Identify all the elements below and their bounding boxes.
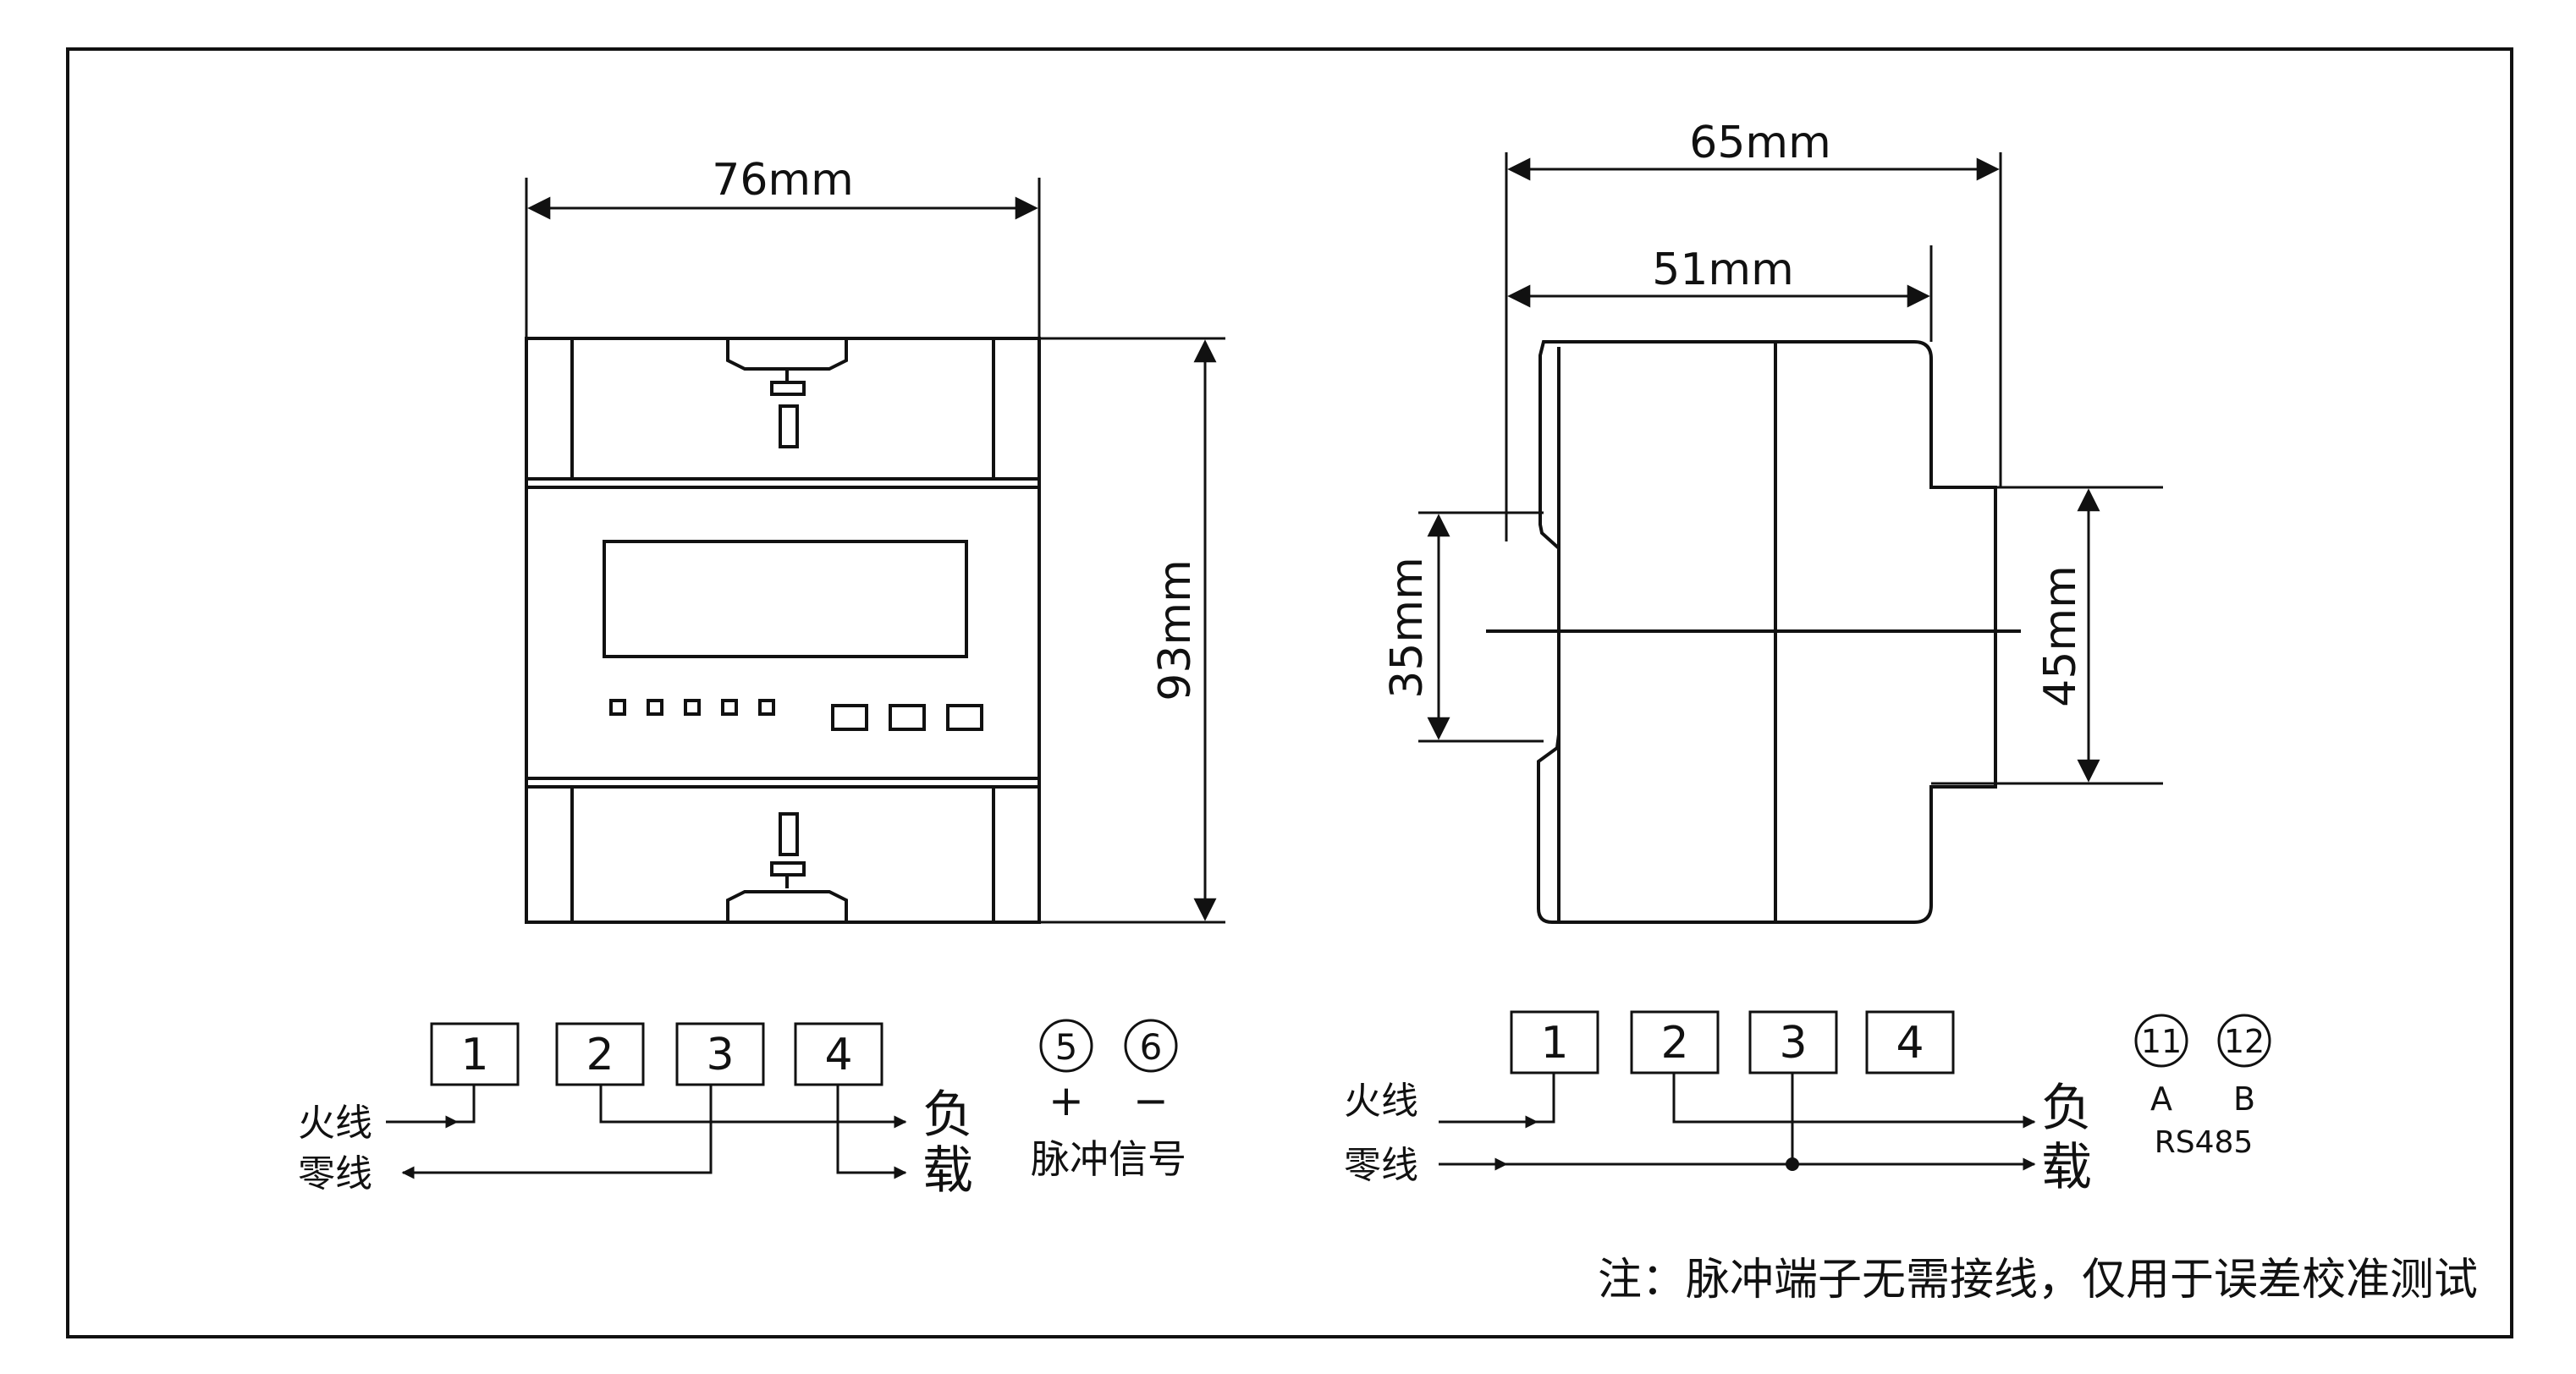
wiring-left: 1 2 3 4 火线 零线 负 载 5 6 + − 脉冲信号 bbox=[298, 1019, 1186, 1201]
pulse-minus: − bbox=[1133, 1076, 1169, 1125]
dim-51-label: 51mm bbox=[1652, 245, 1793, 295]
front-view bbox=[525, 337, 1041, 924]
rs485-terminal-12 bbox=[2217, 1014, 2271, 1068]
rs485-terminal-11 bbox=[2134, 1014, 2188, 1068]
terminal-1-label: 1 bbox=[1540, 1018, 1568, 1069]
side-view bbox=[1486, 340, 2021, 924]
rs485-12-label: 12 bbox=[2224, 1023, 2265, 1060]
terminal-3-label: 3 bbox=[1779, 1018, 1807, 1069]
pulse-5-label: 5 bbox=[1055, 1026, 1078, 1068]
terminal-4-label: 4 bbox=[1896, 1018, 1924, 1069]
outer-frame bbox=[66, 47, 2513, 1338]
dim-93-label: 93mm bbox=[1150, 559, 1201, 701]
rs485-b-label: B bbox=[2233, 1080, 2255, 1118]
load-label-2: 载 bbox=[922, 1141, 973, 1201]
rs485-label: RS485 bbox=[2155, 1125, 2254, 1160]
terminal-2-label: 2 bbox=[1660, 1018, 1688, 1069]
front-button bbox=[946, 704, 983, 731]
live-label: 火线 bbox=[298, 1102, 372, 1145]
dim-35-label: 35mm bbox=[1382, 557, 1433, 698]
neutral-label: 零线 bbox=[298, 1152, 372, 1195]
rs485-11-label: 11 bbox=[2141, 1023, 2182, 1060]
side-body-outline bbox=[1537, 340, 1997, 924]
load-label-1: 负 bbox=[922, 1085, 973, 1145]
terminal-4-label: 4 bbox=[824, 1030, 852, 1080]
junction-dot bbox=[1786, 1157, 1799, 1171]
bottom-clip bbox=[726, 890, 848, 922]
lcd-window bbox=[603, 540, 968, 658]
front-body-outline bbox=[525, 337, 1041, 924]
dim-65-label: 65mm bbox=[1689, 118, 1830, 168]
live-label: 火线 bbox=[1344, 1080, 1418, 1123]
load-label-1: 负 bbox=[2041, 1079, 2092, 1138]
pulse-terminal-6 bbox=[1124, 1019, 1178, 1073]
top-clip bbox=[726, 338, 848, 371]
pulse-terminal-5 bbox=[1039, 1019, 1093, 1073]
note-text: 注：脉冲端子无需接线，仅用于误差校准测试 bbox=[1598, 1255, 2478, 1305]
pulse-label: 脉冲信号 bbox=[1031, 1136, 1186, 1182]
pulse-6-label: 6 bbox=[1140, 1026, 1163, 1068]
wiring-right: 1 2 3 4 火线 零线 负 载 11 12 A B RS485 bbox=[1344, 1010, 2271, 1197]
terminal-3-label: 3 bbox=[706, 1030, 734, 1080]
front-button bbox=[889, 704, 926, 731]
terminal-2-label: 2 bbox=[586, 1030, 614, 1080]
rs485-a-label: A bbox=[2150, 1080, 2172, 1118]
dim-45-label: 45mm bbox=[2035, 565, 2086, 706]
neutral-label: 零线 bbox=[1344, 1144, 1418, 1187]
load-label-2: 载 bbox=[2041, 1138, 2092, 1197]
pulse-plus: + bbox=[1049, 1076, 1084, 1125]
front-button bbox=[831, 704, 868, 731]
terminal-1-label: 1 bbox=[460, 1030, 488, 1080]
terminal-4 bbox=[1865, 1010, 1955, 1074]
dim-76-label: 76mm bbox=[712, 155, 853, 206]
terminal-3 bbox=[675, 1022, 765, 1086]
